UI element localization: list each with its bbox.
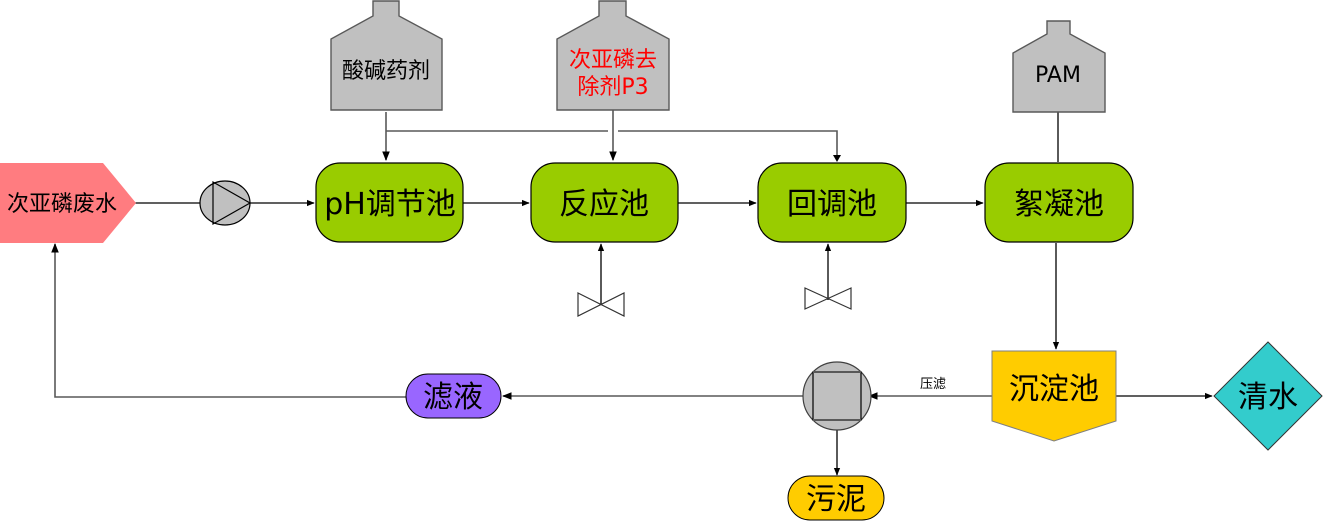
node-clean-water[interactable]: 清水 [1213, 341, 1323, 451]
node-filtrate[interactable]: 滤液 [405, 373, 502, 419]
pump-icon[interactable] [199, 180, 252, 226]
node-wastewater[interactable]: 次亚磷废水 [0, 163, 136, 243]
tank-remover-label-line2: 除剂P3 [577, 75, 648, 100]
filter-press-icon[interactable] [802, 361, 872, 431]
node-sedimentation-pool-label: 沉淀池 [1009, 372, 1099, 407]
edge-acid-readjust [386, 130, 838, 160]
valve-icon[interactable] [577, 292, 625, 317]
node-ph-pool-label: pH调节池 [324, 187, 456, 222]
node-reaction-pool[interactable]: 反应池 [530, 162, 679, 243]
node-filtrate-label: 滤液 [423, 380, 483, 415]
tank-pam-label: PAM [1035, 63, 1081, 88]
node-flocculation-pool[interactable]: 絮凝池 [984, 162, 1134, 243]
node-ph-pool[interactable]: pH调节池 [315, 162, 464, 243]
node-flocculation-pool-label: 絮凝池 [1014, 187, 1104, 222]
edge-filtrate-wastewater [51, 243, 406, 398]
node-wastewater-label: 次亚磷废水 [7, 192, 117, 217]
valve-icon[interactable] [804, 287, 852, 310]
tank-pam[interactable]: PAM [1012, 20, 1106, 113]
tank-acid-base-label: 酸碱药剂 [342, 59, 430, 84]
edge-label-press-filter: 压滤 [920, 377, 946, 392]
node-sludge[interactable]: 污泥 [787, 475, 885, 521]
node-sedimentation-pool[interactable]: 沉淀池 [991, 350, 1117, 442]
node-readjust-pool-label: 回调池 [787, 187, 877, 222]
node-sludge-label: 污泥 [806, 482, 866, 517]
node-clean-water-label: 清水 [1238, 380, 1298, 415]
tank-acid-base[interactable]: 酸碱药剂 [330, 0, 443, 111]
node-readjust-pool[interactable]: 回调池 [757, 162, 907, 243]
connectors [51, 110, 1213, 476]
tank-remover-label-line1: 次亚磷去 [569, 48, 657, 73]
tank-remover-p3[interactable]: 次亚磷去 除剂P3 [556, 0, 670, 111]
node-reaction-pool-label: 反应池 [559, 187, 649, 222]
